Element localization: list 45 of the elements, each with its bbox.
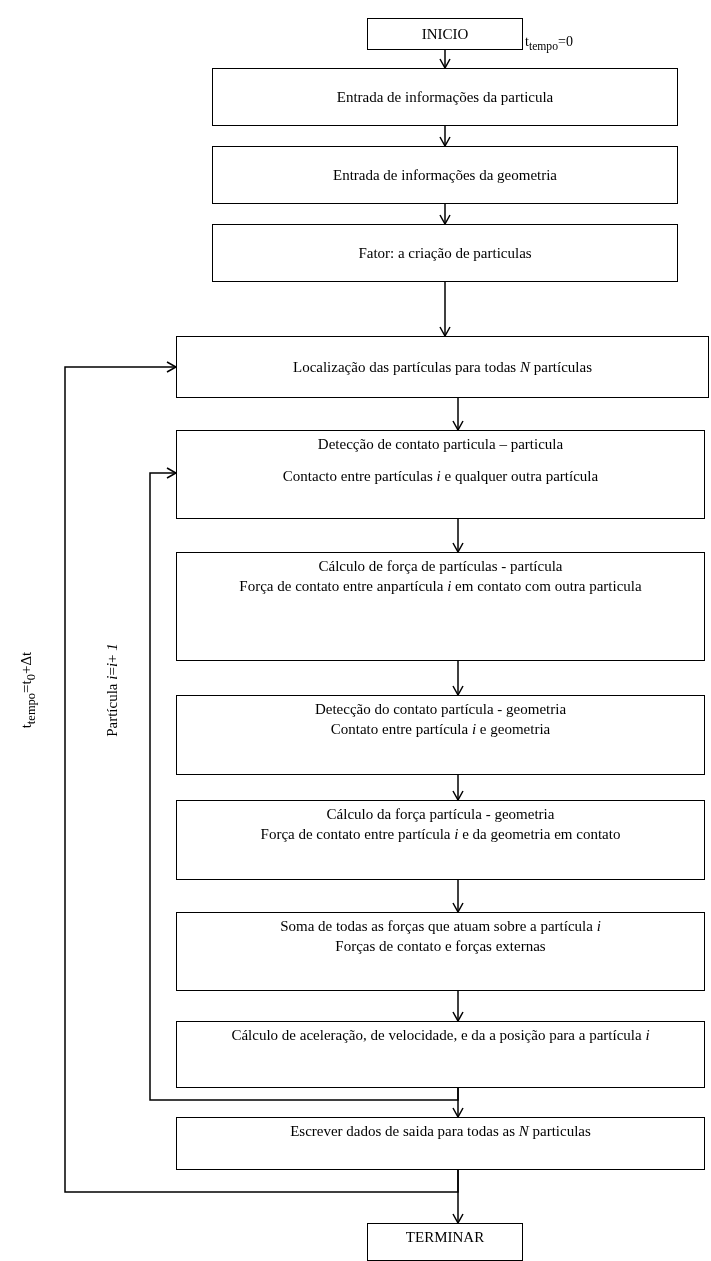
step-text: Força de contato entre partícula i e da geometria em contato xyxy=(260,825,621,843)
process-box xyxy=(176,800,705,880)
step-text: Contato entre partícula i e geometria xyxy=(330,720,551,738)
process-box xyxy=(176,1021,705,1088)
step-text: Cálculo de aceleração, de velocidade, e da a posição para a partícula i xyxy=(231,1026,650,1044)
process-box xyxy=(176,552,705,661)
terminal-box xyxy=(367,18,523,50)
step-text: Cálculo de força de partículas - partícula xyxy=(318,557,563,575)
arrow xyxy=(439,49,451,69)
arrow xyxy=(64,361,459,1193)
step-text: Soma de todas as forças que atuam sobre a partícula i xyxy=(280,917,601,935)
step-text: Escrever dados de saida para todas as N particulas xyxy=(290,1122,591,1140)
step-text: Forças de contato e forças externas xyxy=(335,937,546,955)
step-text: TERMINAR xyxy=(405,1228,485,1246)
arrow xyxy=(439,281,451,337)
arrow xyxy=(452,774,464,801)
step-text: INICIO xyxy=(421,25,469,43)
terminal-box xyxy=(367,1223,523,1261)
step-text: Força de contato entre anpartícula i em contato com outra particula xyxy=(239,577,642,595)
arrow xyxy=(439,125,451,147)
process-box xyxy=(176,912,705,991)
step-text: Fator: a criação de particulas xyxy=(358,244,532,262)
step-text: Detecção do contato partícula - geometria xyxy=(314,700,567,718)
step-text: Detecção de contato particula – particula xyxy=(317,435,564,453)
annotation-text: t$_{tempo}$=0 xyxy=(525,34,573,53)
step-text: Localização das partículas para todas N partículas xyxy=(292,358,593,376)
step-text: Entrada de informações da geometria xyxy=(332,166,558,184)
arrow xyxy=(149,467,459,1101)
arrow xyxy=(452,397,464,431)
process-box xyxy=(176,336,709,398)
arrow xyxy=(452,990,464,1022)
arrow xyxy=(452,879,464,913)
process-box xyxy=(176,695,705,775)
process-box xyxy=(176,430,705,519)
process-box xyxy=(176,1117,705,1170)
step-text: Cálculo da força partícula - geometria xyxy=(326,805,555,823)
process-box xyxy=(212,146,678,204)
process-box xyxy=(212,68,678,126)
arrow xyxy=(452,660,464,696)
arrow xyxy=(452,518,464,553)
arrow xyxy=(452,1169,464,1224)
step-text: Entrada de informações da particula xyxy=(336,88,554,106)
step-text: Contacto entre partículas i e qualquer outra partícula xyxy=(282,467,599,485)
process-box xyxy=(212,224,678,282)
arrow xyxy=(439,203,451,225)
